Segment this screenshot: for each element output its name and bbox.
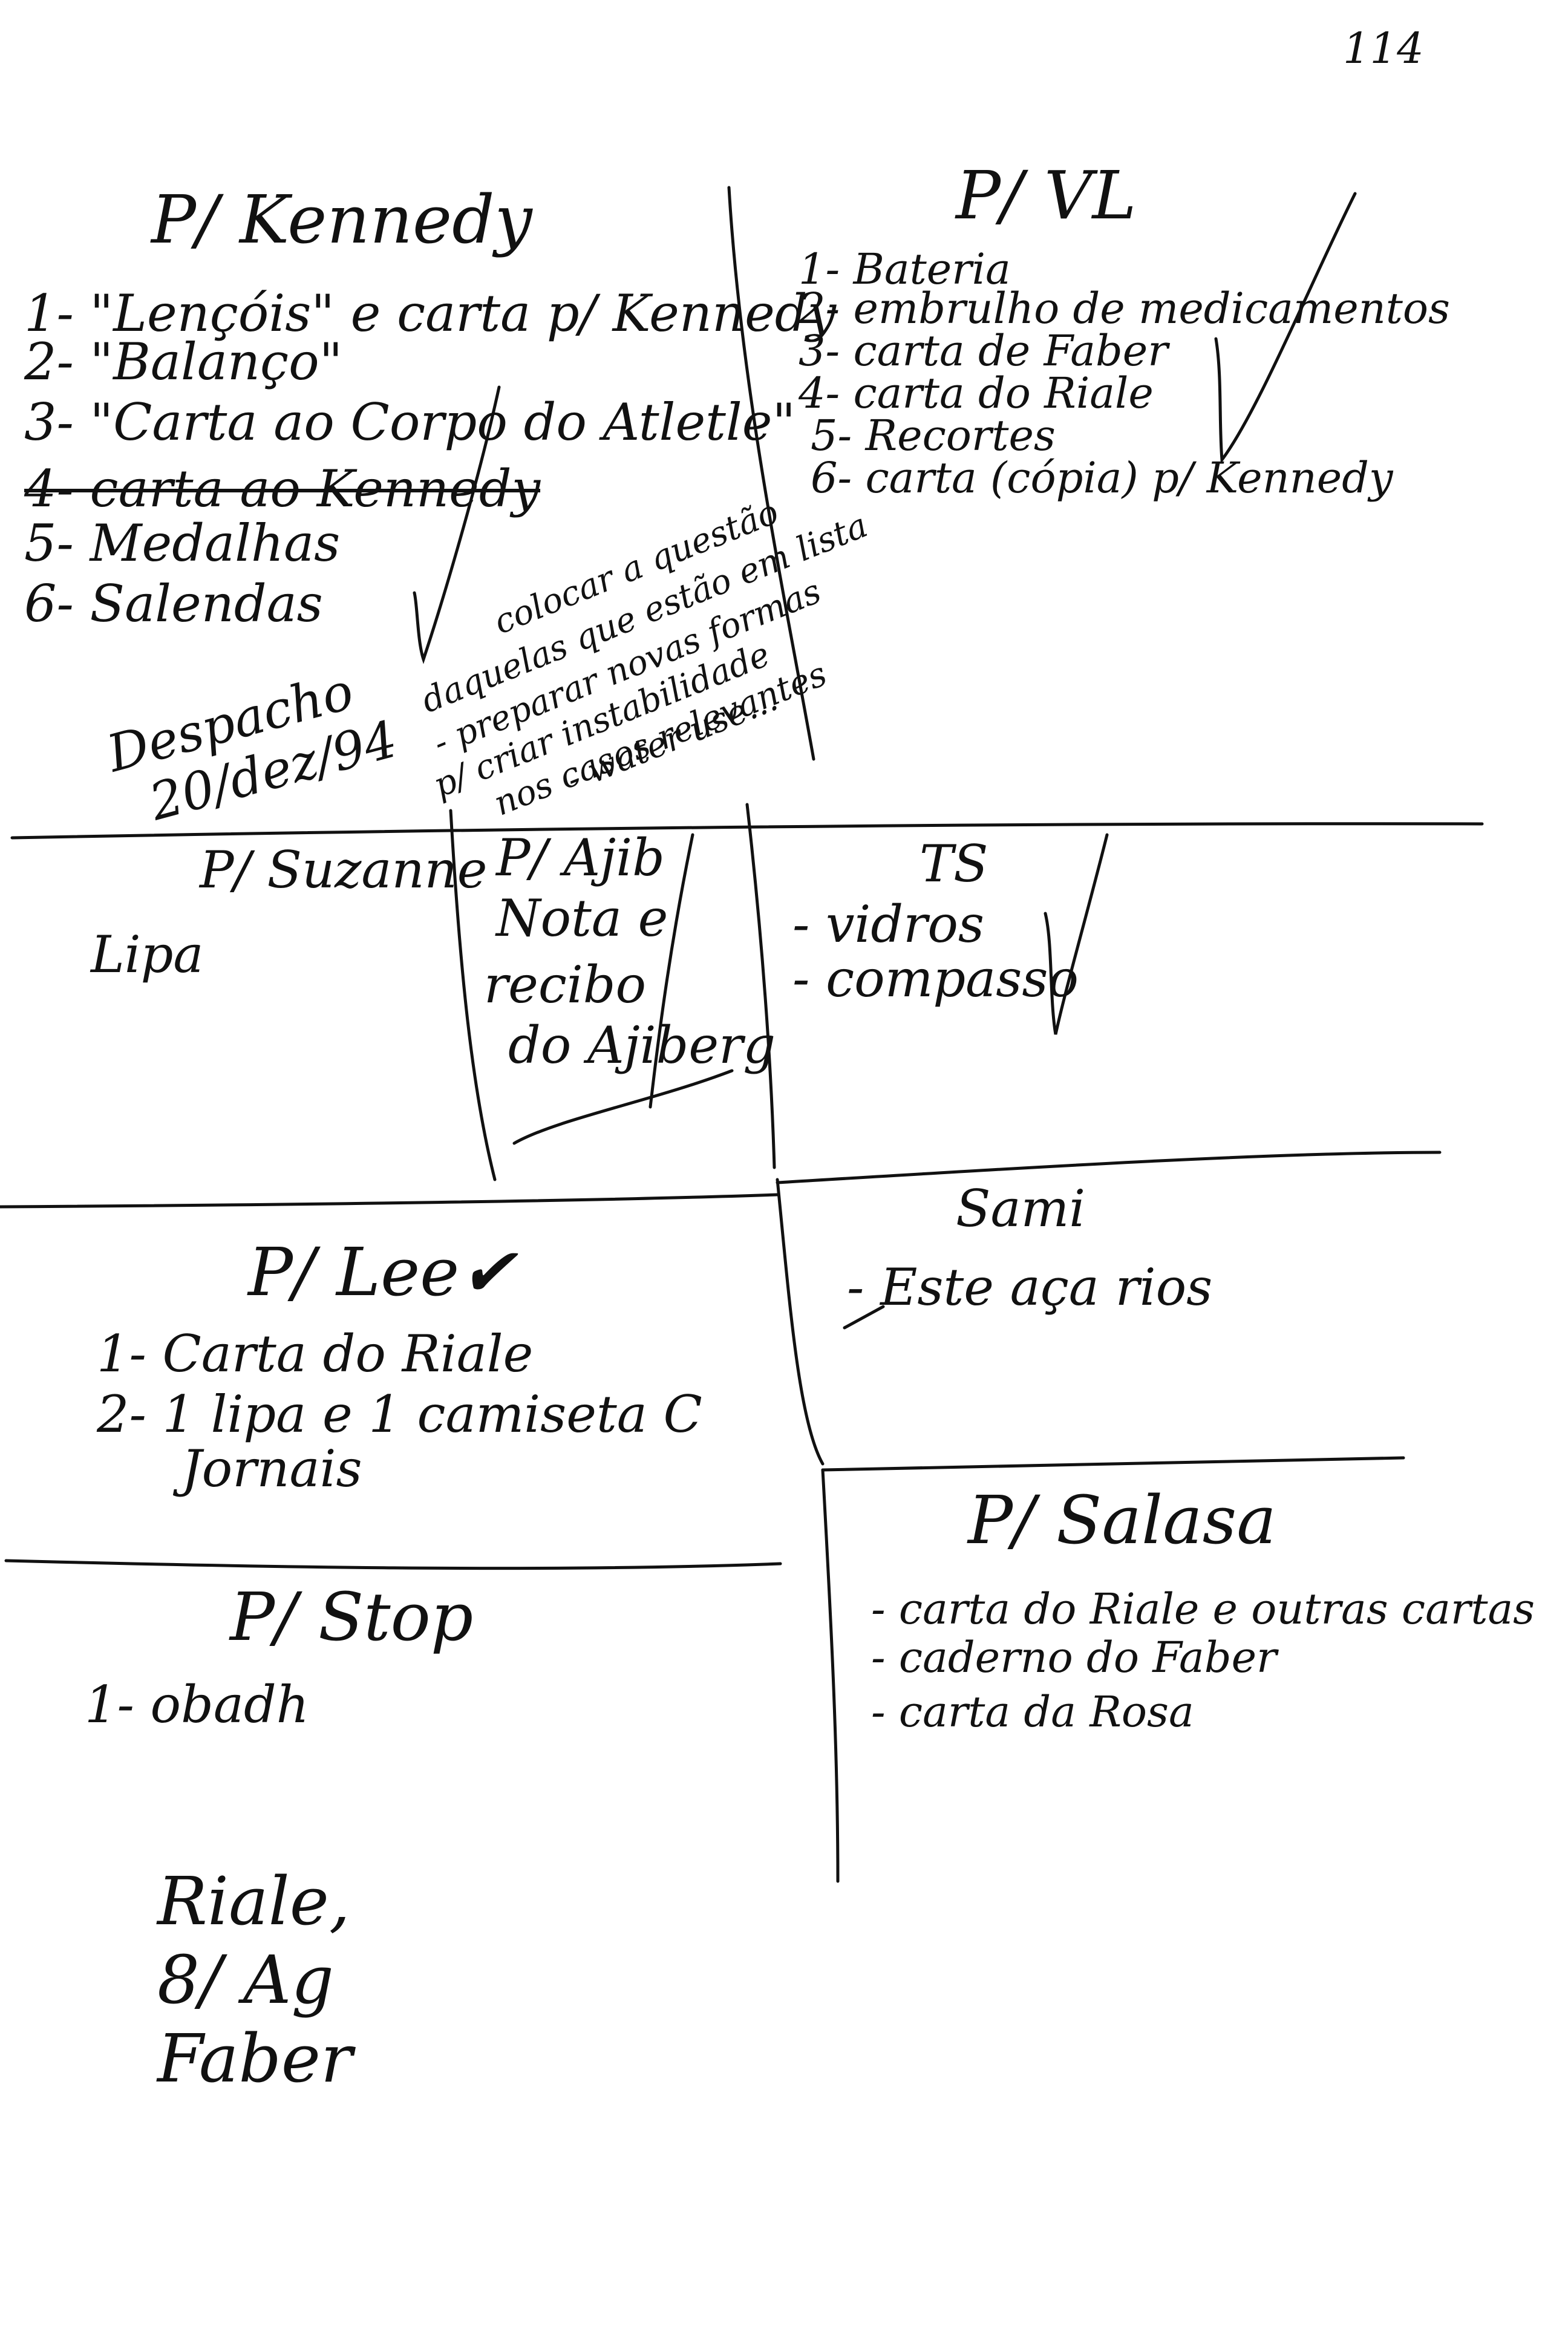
page-number: 114 (1343, 24, 1424, 73)
lee-item-2: 2- 1 lipa e 1 camiseta C (97, 1385, 702, 1444)
salasa-title: P/ Salasa (968, 1481, 1276, 1559)
ts-title: TS (920, 834, 988, 893)
divider-horizontal-2 (776, 1151, 1442, 1184)
kennedy-item-5: 5- Medalhas (24, 514, 341, 573)
salasa-item-2: - caderno do Faber (871, 1633, 1277, 1682)
divider-box-right (745, 803, 776, 1169)
kennedy-item-6: 6- Salendas (24, 574, 323, 633)
vl-item-3: 3- carta de Faber (799, 326, 1168, 376)
vl-item-4: 4- carta do Riale (799, 368, 1154, 418)
lee-extra: Jornais (181, 1439, 362, 1498)
ajib-line-1: Nota e (496, 889, 668, 948)
dash-sami (843, 1305, 885, 1330)
suzanne-item-1: Lipa (91, 925, 204, 984)
divider-top-vertical (727, 186, 815, 761)
divider-horizontal-5 (4, 1559, 782, 1570)
ts-item-1: - vidros (792, 895, 985, 954)
divider-horizontal-4 (821, 1456, 1405, 1472)
suzanne-title: P/ Suzanne (200, 840, 488, 900)
vl-item-1: 1- Bateria (799, 244, 1011, 294)
divider-horizontal-1 (10, 822, 1484, 840)
salasa-item-3: - carta da Rosa (871, 1687, 1194, 1737)
kennedy-item-4-struck: 4- carta ao Kennedy (24, 459, 541, 518)
divider-mid-vertical (776, 1178, 825, 1466)
ts-item-2: - compasso (792, 949, 1079, 1008)
divider-horizontal-3 (0, 1193, 779, 1209)
vl-item-6: 6- carta (cópia) p/ Kennedy (811, 453, 1393, 503)
stop-item-1: 1- obadh (85, 1675, 309, 1734)
kennedy-item-2: 2- "Balanço" (24, 332, 343, 391)
ajib-line-3: do Ajiberg (508, 1016, 776, 1075)
salasa-item-1: - carta do Riale e outras cartas (871, 1584, 1535, 1634)
divider-box-left (449, 809, 497, 1181)
sami-item-1: - Este aça rios (847, 1258, 1213, 1317)
ajib-title: P/ Ajib (496, 828, 665, 887)
tick-vl (1214, 192, 1357, 464)
lee-item-1: 1- Carta do Riale (97, 1324, 534, 1383)
tick-kennedy (413, 385, 501, 664)
swash-ajib (512, 1069, 734, 1145)
stop-title: P/ Stop (230, 1578, 474, 1656)
vl-item-5: 5- Recortes (811, 411, 1056, 460)
ajib-line-2: recibo (484, 955, 647, 1014)
vl-title: P/ VL (956, 157, 1137, 234)
lee-title: P/ Lee (248, 1233, 460, 1311)
divider-lower-vertical (821, 1468, 840, 1883)
tick-ajib (648, 833, 694, 1109)
tick-ts (1044, 833, 1109, 1035)
footer-line-1: Riale, (157, 1863, 350, 1940)
lee-check-mark: ✔ (460, 1233, 516, 1311)
kennedy-item-3: 3- "Carta ao Corpo do Atletle" (24, 393, 796, 452)
footer-line-3: Faber (157, 2020, 353, 2097)
sami-title: Sami (956, 1179, 1086, 1238)
vl-item-2: 2- embrulho de medicamentos (799, 284, 1450, 333)
kennedy-title: P/ Kennedy (151, 181, 532, 258)
footer-line-2: 8/ Ag (157, 1941, 334, 2019)
kennedy-item-1: 1- "Lençóis" e carta p/ Kennedy (24, 284, 837, 343)
